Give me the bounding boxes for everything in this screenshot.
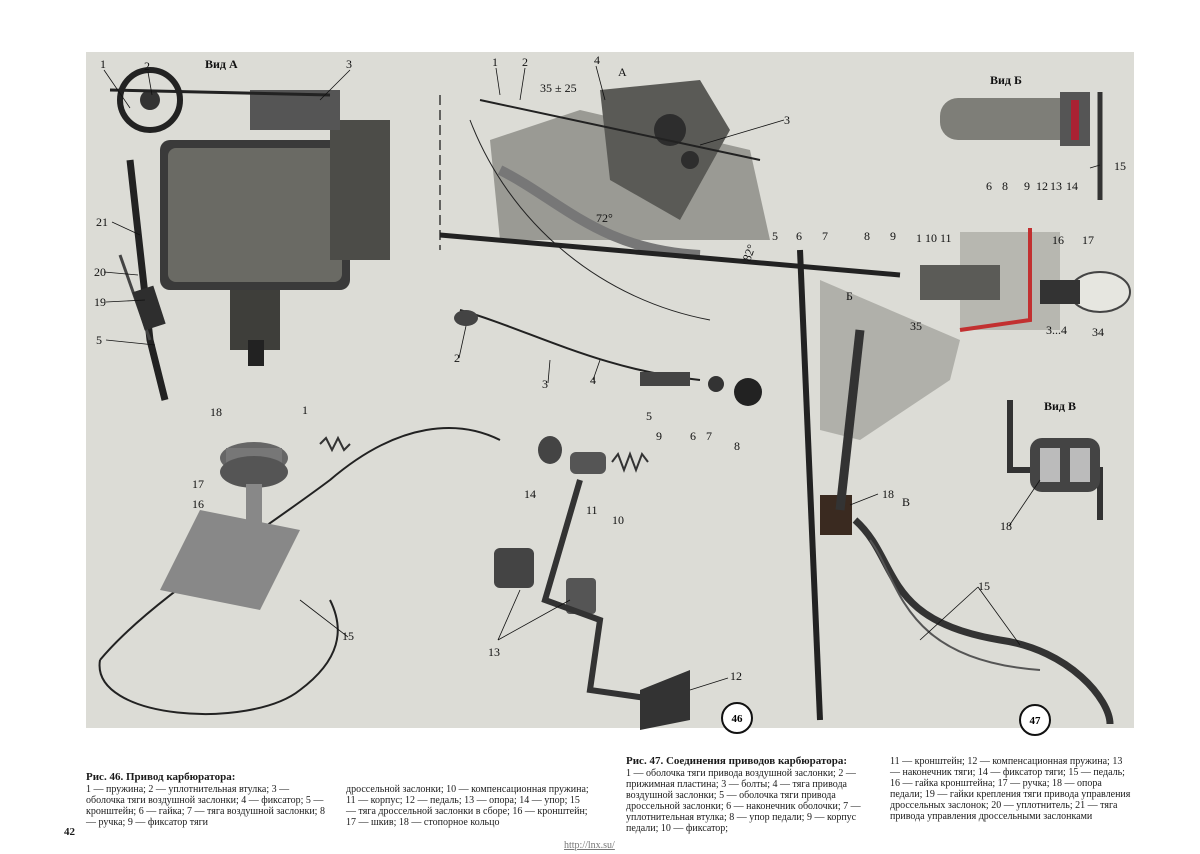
svg-text:15: 15 [342, 629, 354, 643]
svg-text:16: 16 [192, 497, 204, 511]
source-link[interactable]: http://lnx.su/ [564, 840, 615, 851]
svg-text:17: 17 [192, 477, 204, 491]
svg-text:1 10 11: 1 10 11 [916, 231, 952, 245]
svg-text:5: 5 [646, 409, 652, 423]
svg-text:7: 7 [706, 429, 712, 443]
svg-text:18: 18 [882, 487, 894, 501]
svg-text:2: 2 [522, 55, 528, 69]
svg-text:8: 8 [734, 439, 740, 453]
fig47-number: 47 [1030, 715, 1042, 727]
arrow-b-label: Б [846, 289, 853, 303]
svg-text:14: 14 [524, 487, 536, 501]
svg-text:20: 20 [94, 265, 106, 279]
svg-text:6: 6 [690, 429, 696, 443]
svg-text:18: 18 [1000, 519, 1012, 533]
svg-text:17: 17 [1082, 233, 1094, 247]
dim-35-25: 35 ± 25 [540, 81, 577, 95]
svg-text:11: 11 [586, 503, 598, 517]
linkage-bracket [439, 80, 901, 321]
fig46-caption-col2: дроссельной заслонки; 10 — компенсационн… [346, 784, 592, 828]
fig47-caption-text1: 1 — оболочка тяги привода воздушной засл… [626, 768, 861, 834]
svg-text:8: 8 [864, 229, 870, 243]
dim-34: 34 [1092, 325, 1104, 339]
svg-text:9: 9 [1024, 179, 1030, 193]
svg-text:4: 4 [590, 373, 596, 387]
svg-text:21: 21 [96, 215, 108, 229]
dim-72-deg: 72° [596, 211, 613, 225]
svg-text:4: 4 [594, 53, 600, 67]
svg-text:12: 12 [1036, 179, 1048, 193]
choke-knob-assembly [920, 228, 1131, 332]
svg-text:1: 1 [100, 57, 106, 71]
fig46-caption-title: Рис. 46. Привод карбюратора: [86, 771, 236, 783]
svg-text:18: 18 [210, 405, 222, 419]
svg-text:1: 1 [302, 403, 308, 417]
svg-text:1: 1 [492, 55, 498, 69]
svg-text:3: 3 [346, 57, 352, 71]
svg-text:9: 9 [890, 229, 896, 243]
svg-text:6: 6 [796, 229, 802, 243]
svg-text:8: 8 [1002, 179, 1008, 193]
svg-text:16: 16 [1052, 233, 1064, 247]
view-v-pedal-support [1007, 400, 1103, 520]
fig47-caption-title: Рис. 47. Соединения приводов карбюратора… [626, 755, 848, 767]
arrow-v-label: В [902, 495, 910, 509]
fig47-caption-text2: 11 — кронштейн; 12 — компенсационная пру… [890, 756, 1131, 822]
view-a-label: Вид А [205, 57, 238, 71]
svg-text:3: 3 [542, 377, 548, 391]
svg-text:13: 13 [1050, 179, 1062, 193]
dim-3-4: 3...4 [1046, 323, 1067, 337]
view-b-label: Вид Б [990, 73, 1022, 87]
svg-text:19: 19 [94, 295, 106, 309]
exploded-pulley [160, 435, 351, 610]
exploded-throttle-cable [98, 427, 649, 715]
svg-text:9: 9 [656, 429, 662, 443]
fig47-badge [1019, 704, 1051, 736]
svg-text:6: 6 [986, 179, 992, 193]
svg-text:14: 14 [1066, 179, 1078, 193]
svg-text:15: 15 [978, 579, 990, 593]
view-v-label: Вид В [1044, 399, 1076, 413]
fig46-number: 46 [732, 713, 744, 725]
svg-text:5: 5 [772, 229, 778, 243]
page-number: 42 [64, 826, 75, 838]
svg-text:3: 3 [784, 113, 790, 127]
svg-text:2: 2 [454, 351, 460, 365]
view-b-cable-end [940, 92, 1103, 200]
arrow-a-label: А [618, 65, 627, 79]
svg-text:13: 13 [488, 645, 500, 659]
svg-text:10: 10 [612, 513, 624, 527]
svg-text:7: 7 [822, 229, 828, 243]
svg-text:15: 15 [1114, 159, 1126, 173]
svg-text:12: 12 [730, 669, 742, 683]
exploded-choke-cable [454, 309, 762, 406]
svg-text:5: 5 [96, 333, 102, 347]
dim-35: 35 [910, 319, 922, 333]
fig46-caption-text2: дроссельной заслонки; 10 — компенсационн… [346, 784, 589, 828]
svg-text:2: 2 [144, 59, 150, 73]
pedal-support [797, 249, 1114, 725]
carburetor-assembly [109, 67, 390, 401]
fig47-caption-col1: Рис. 47. Соединения приводов карбюратора… [626, 755, 874, 835]
dim-82-deg: 82° [740, 242, 759, 263]
fig47-caption-col2: 11 — кронштейн; 12 — компенсационная пру… [890, 756, 1134, 822]
fig46-badge [721, 702, 753, 734]
fig46-caption-col1: Рис. 46. Привод карбюратора: 1 — пружина… [86, 771, 330, 829]
exploded-pedal [494, 479, 690, 730]
fig46-caption-text1: 1 — пружина; 2 — уплотнительная втулка; … [86, 784, 325, 828]
